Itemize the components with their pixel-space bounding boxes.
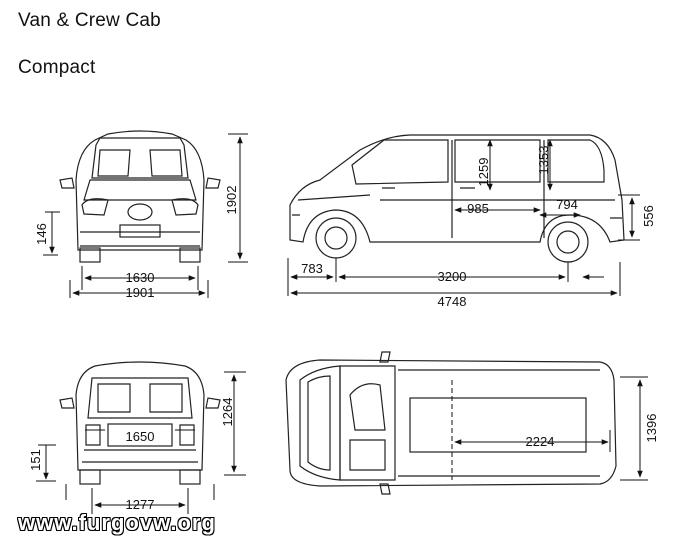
- front-track-label: 1630: [126, 270, 155, 285]
- front-width-label: 1901: [126, 285, 155, 300]
- rear-sill-height-label: 151: [28, 449, 43, 471]
- front-height-label: 1902: [224, 186, 239, 215]
- side-view-dimensions: [287, 139, 640, 296]
- watermark: www.furgovw.org: [18, 510, 216, 535]
- side-door-width-label: 985: [467, 201, 489, 216]
- cargo-width-label: 1396: [644, 414, 659, 443]
- side-view: [289, 134, 625, 263]
- rear-view: [59, 361, 221, 485]
- front-ground-clearance-label: 146: [34, 223, 49, 245]
- side-door-height-label: 1259: [476, 158, 491, 187]
- front-view: [59, 130, 221, 263]
- wheelbase-label: 3200: [438, 269, 467, 284]
- side-interior-height-label: 1353: [536, 146, 551, 175]
- page-subtitle: Compact: [18, 57, 96, 78]
- rear-opening-lower-width-label: 1277: [126, 497, 155, 512]
- page-title: Van & Crew Cab: [18, 10, 161, 31]
- front-view-dimensions: [43, 133, 248, 298]
- rear-opening-width-label: 1650: [126, 429, 155, 444]
- top-view: [285, 351, 617, 495]
- front-overhang-label: 783: [301, 261, 323, 276]
- side-rear-height-label: 556: [641, 205, 656, 227]
- side-rear-dim-label: 794: [556, 197, 578, 212]
- rear-opening-height-label: 1264: [220, 398, 235, 427]
- cargo-length-label: 2224: [526, 434, 555, 449]
- top-view-dimensions: [451, 376, 648, 481]
- rear-view-dimensions: [36, 371, 246, 514]
- overall-length-label: 4748: [438, 294, 467, 309]
